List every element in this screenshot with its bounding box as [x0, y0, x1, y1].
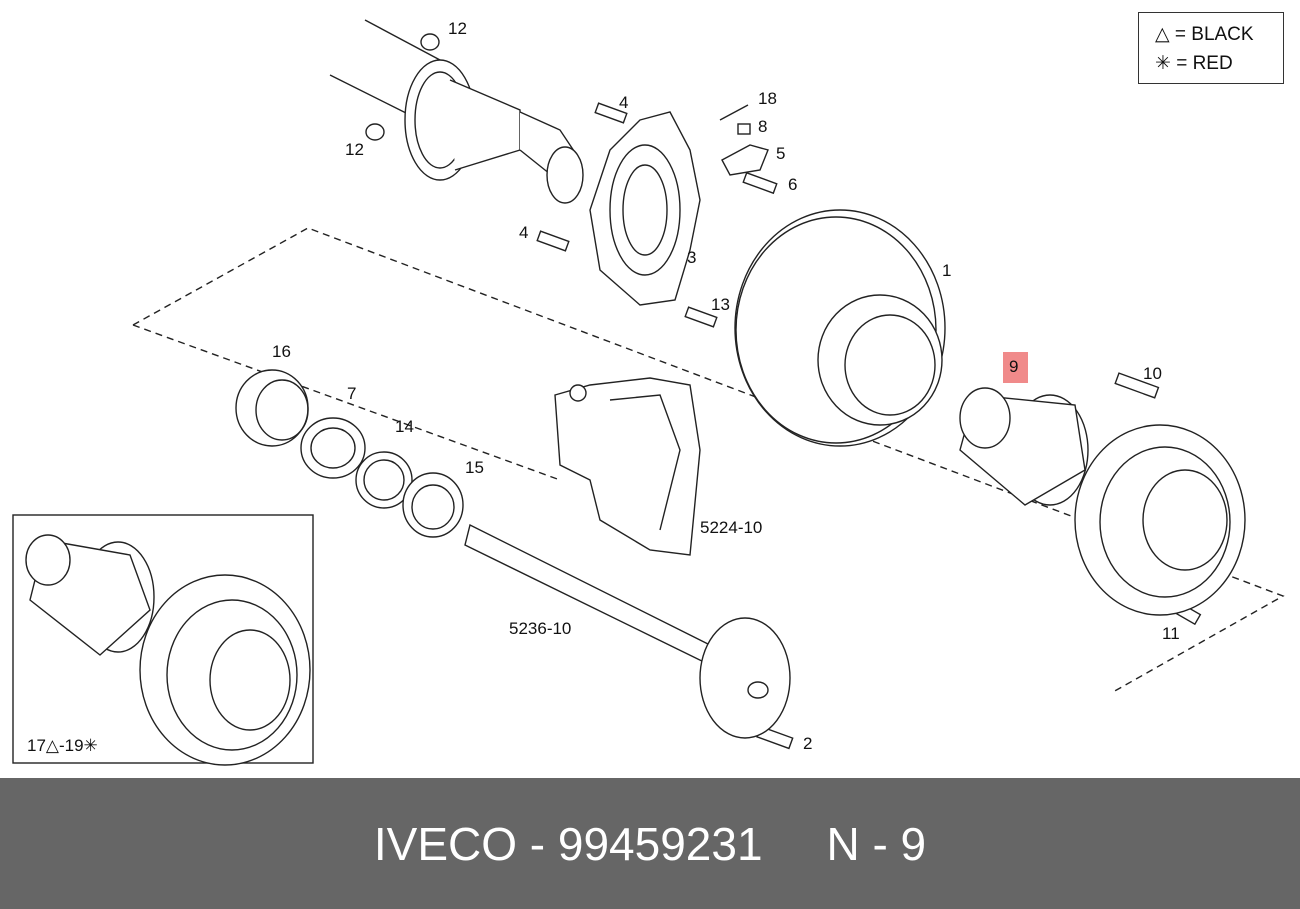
hub-cap [959, 387, 1089, 506]
part-number-caption: IVECO - 99459231 N - 9 [373, 817, 927, 870]
callout-10: 10 [1143, 364, 1162, 383]
callout-9-highlighted: 9 [1003, 352, 1029, 383]
callout-12-top: 12 [448, 19, 467, 38]
brake-disc [734, 209, 946, 447]
bearing-and-seals [235, 369, 464, 538]
brake-caliper [554, 377, 701, 556]
callout-5224-10: 5224-10 [700, 518, 763, 537]
inset-label: 17△-19✳ [27, 736, 98, 755]
color-legend: △ = BLACK ✳ = RED [1138, 12, 1284, 84]
brake-anchor-plate [589, 111, 701, 306]
callout-12-left: 12 [345, 140, 364, 159]
callout-13: 13 [711, 295, 730, 314]
callout-5: 5 [776, 144, 786, 163]
callout-5236-10: 5236-10 [509, 619, 572, 638]
callout-3: 3 [687, 248, 697, 267]
callout-1: 1 [942, 261, 952, 280]
callout-16: 16 [272, 342, 291, 361]
drive-shaft [464, 523, 791, 739]
callout-7: 7 [347, 384, 357, 403]
callout-18: 18 [758, 89, 777, 108]
axle-spindle [329, 19, 584, 204]
callout-8: 8 [758, 117, 768, 136]
callout-14: 14 [395, 417, 414, 436]
footer-bar: IVECO - 99459231 N - 9 [0, 778, 1300, 909]
callout-2: 2 [803, 734, 813, 753]
inset-hub-drawing [25, 534, 311, 766]
callout-6: 6 [788, 175, 798, 194]
callout-15: 15 [465, 458, 484, 477]
callout-4-mid: 4 [519, 223, 529, 242]
legend-red: ✳ = RED [1155, 53, 1233, 74]
callout-4-top: 4 [619, 93, 629, 112]
legend-black: △ = BLACK [1155, 24, 1254, 45]
exploded-parts-diagram [12, 19, 1285, 766]
callout-11: 11 [1162, 624, 1180, 643]
wheel-hub [1074, 424, 1246, 616]
